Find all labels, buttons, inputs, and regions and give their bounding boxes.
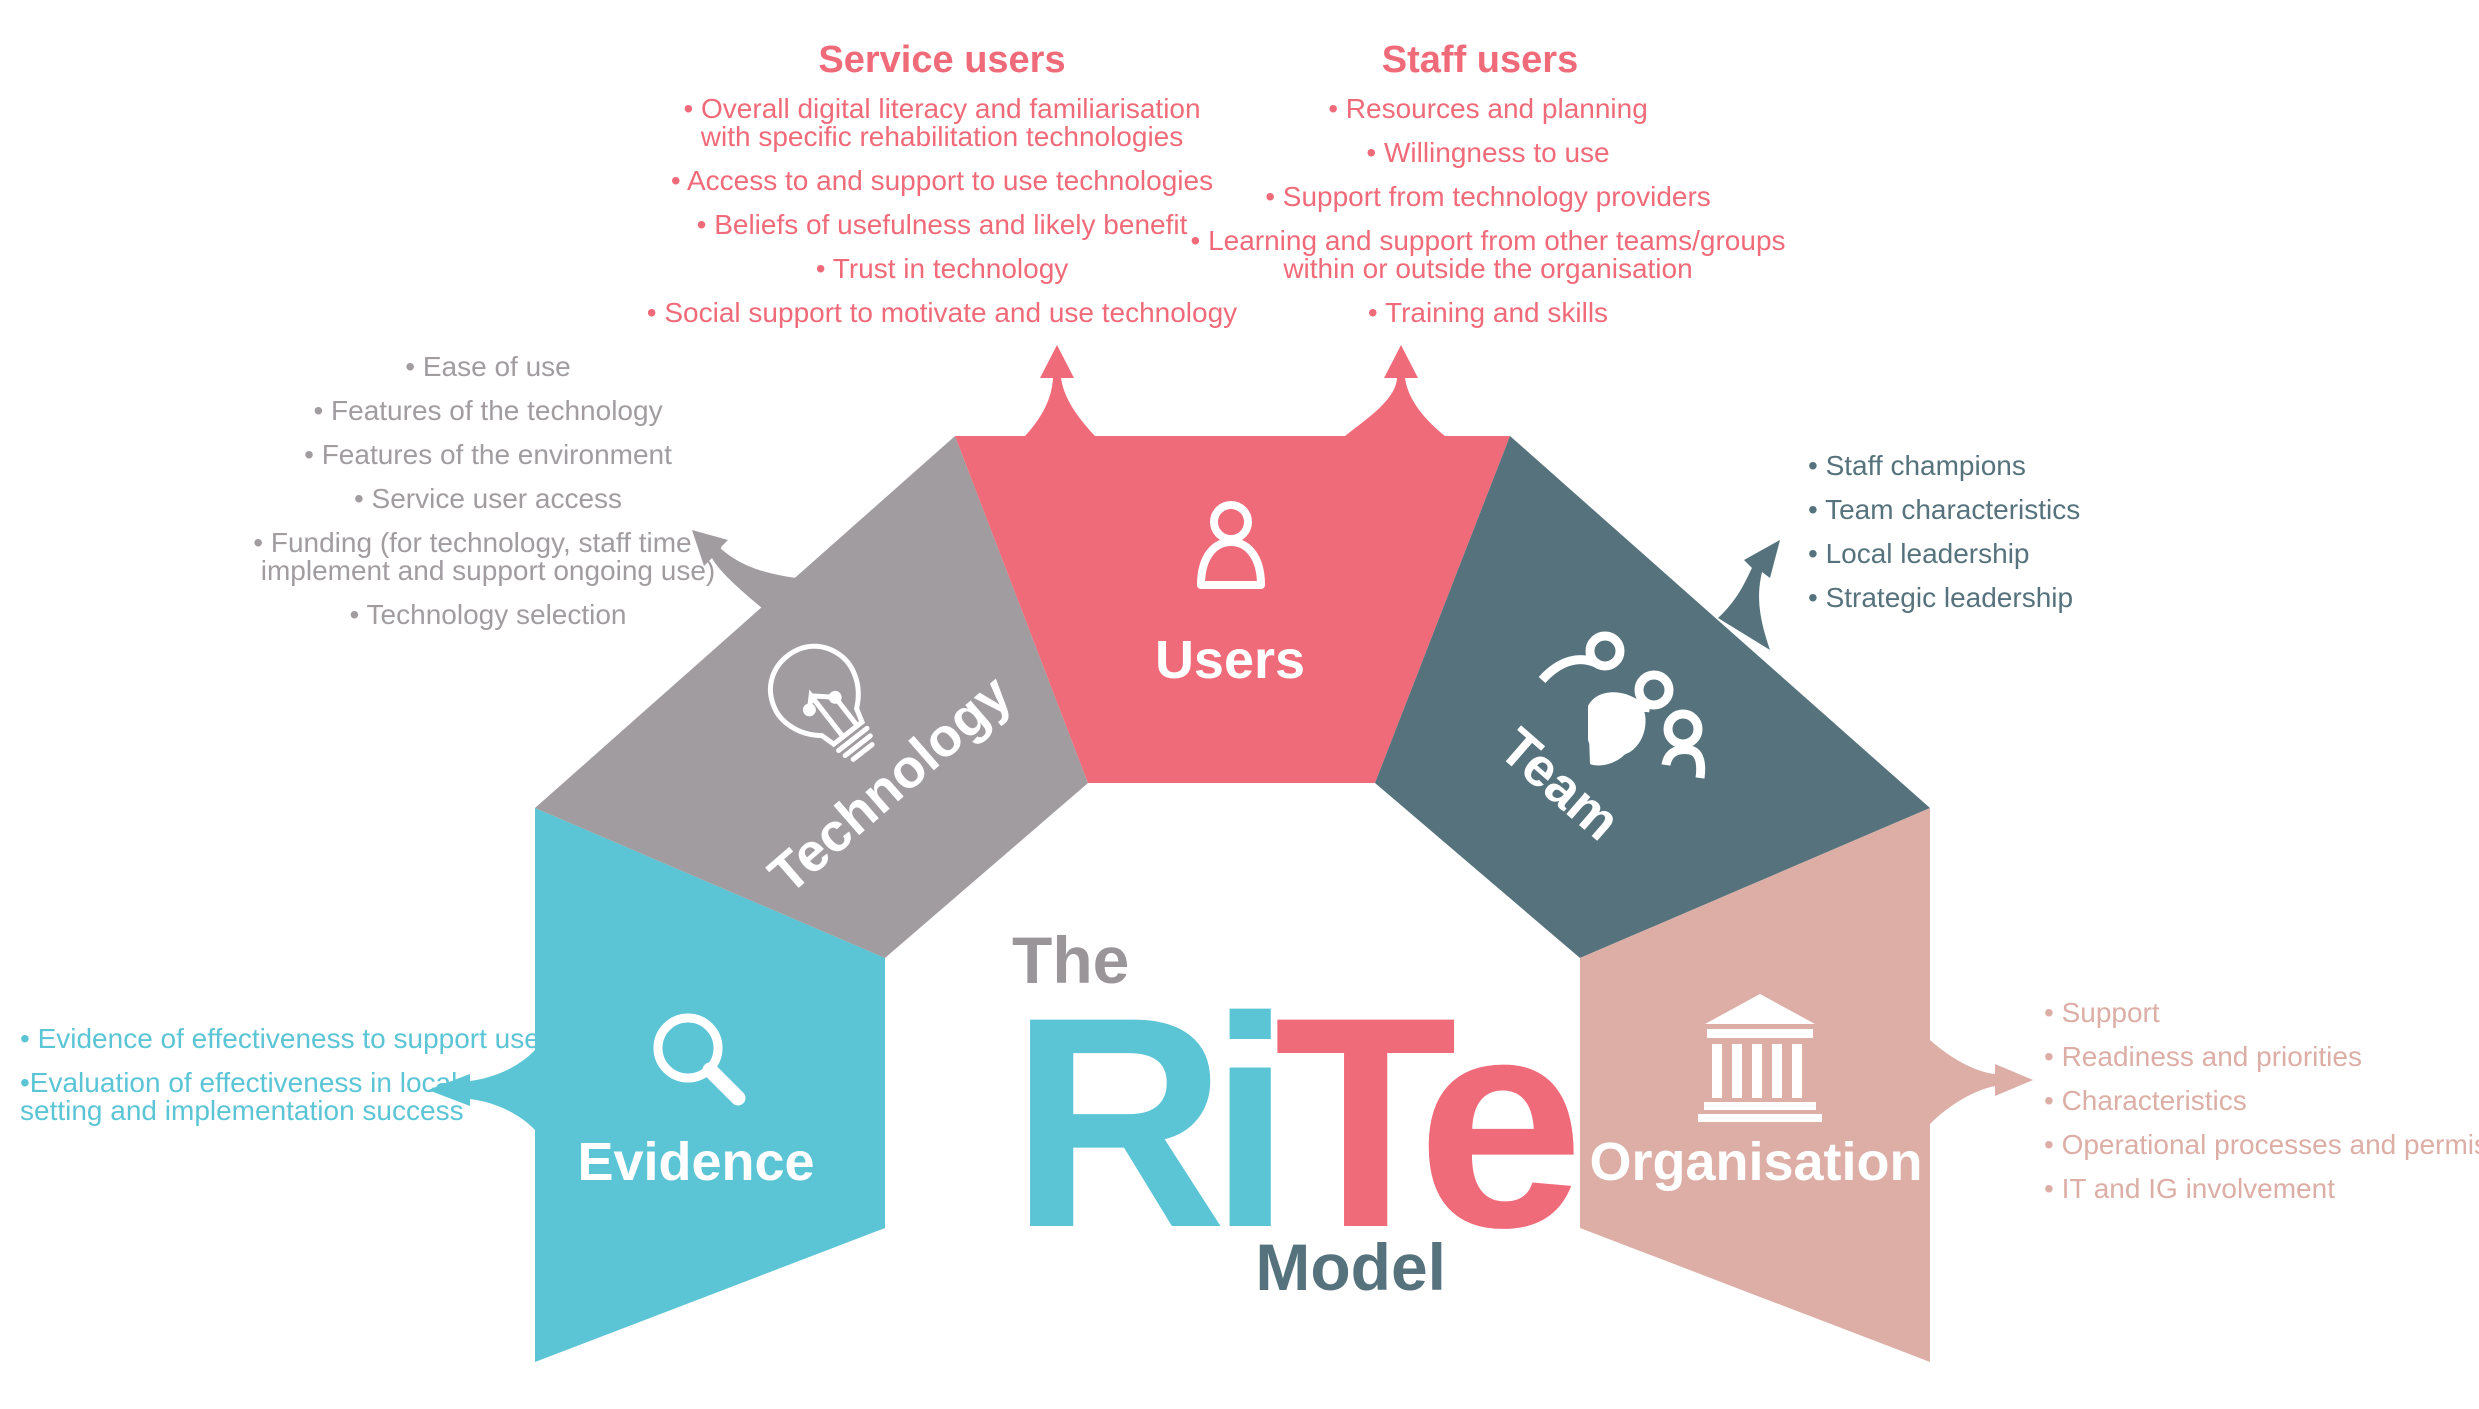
evidence-item-line: •Evaluation of effectiveness in local [20,1067,457,1098]
organisation-item: • Characteristics [2044,1085,2247,1116]
service-users-item-line: • Trust in technology [816,253,1069,284]
technology-item: • Funding (for technology, staff time to… [253,527,722,586]
staff-users-item-line: • Training and skills [1368,297,1608,328]
staff-users-item: • Support from technology providers [1265,181,1711,212]
team-item-line: • Team characteristics [1808,494,2080,525]
technology-item-line: • Service user access [354,483,622,514]
heading-service-users: Service users [818,39,1065,81]
segment-evidence [428,808,885,1362]
segment-label-organisation: Organisation [1589,1132,1922,1192]
segment-users-shape [955,436,1510,783]
service-users-item-line: with specific rehabilitation technologie… [700,121,1184,152]
technology-item: • Features of the environment [304,439,672,470]
segment-label-evidence: Evidence [577,1132,814,1192]
evidence-arrow [428,1050,535,1130]
segment-evidence-shape [535,808,885,1362]
staff-users-item: • Learning and support from other teams/… [1190,225,1785,284]
group-icon [1538,631,1706,779]
service-users-item: • Trust in technology [816,253,1069,284]
technology-item-line: • Features of the technology [313,395,662,426]
team-list: • Staff champions • Team characteristics •… [1808,450,2080,613]
evidence-item-line: setting and implementation success [20,1095,464,1126]
organisation-item: • Operational processes and permissions [2044,1129,2479,1160]
evidence-item: • Evidence of effectiveness to support u… [20,1023,540,1054]
title-letter-e: e [1417,954,1576,1290]
segment-team-shape [1375,436,1930,958]
organisation-arrow [1930,1040,2033,1124]
staff-users-item-line: • Support from technology providers [1265,181,1711,212]
service-users-item-line: • Overall digital literacy and familiari… [683,93,1200,124]
service-users-item: • Social support to motivate and use tec… [647,297,1237,328]
service-users-item-line: • Beliefs of usefulness and likely benef… [697,209,1188,240]
team-item: • Team characteristics [1808,494,2080,525]
users-arrow-left [1025,345,1095,436]
team-item: • Local leadership [1808,538,2030,569]
service-users-item-line: • Social support to motivate and use tec… [647,297,1237,328]
organisation-item: • Support [2044,997,2160,1028]
segment-users [955,345,1510,783]
title-the: The [1012,923,1129,997]
evidence-list: • Evidence of effectiveness to support u… [20,1023,540,1126]
staff-users-item: • Training and skills [1368,297,1608,328]
segment-label-users: Users [1155,630,1305,690]
team-item: • Strategic leadership [1808,582,2073,613]
team-item-line: • Staff champions [1808,450,2026,481]
organisation-item: • Readiness and priorities [2044,1041,2362,1072]
heading-staff-users: Staff users [1382,39,1578,81]
technology-list: • Ease of use • Features of the technolog… [253,351,722,630]
service-users-item: • Beliefs of usefulness and likely benef… [697,209,1188,240]
organisation-item-line: • Operational processes and permissions [2044,1129,2479,1160]
staff-users-item-line: • Resources and planning [1328,93,1648,124]
technology-item-line: • Technology selection [349,599,626,630]
person-icon [1197,501,1265,589]
organisation-item-line: • IT and IG involvement [2044,1173,2335,1204]
technology-item-line: • Funding (for technology, staff time to [253,527,722,558]
technology-item: • Service user access [354,483,622,514]
service-users-list: • Overall digital literacy and familiari… [647,93,1237,328]
team-item: • Staff champions [1808,450,2026,481]
organisation-item-line: • Characteristics [2044,1085,2247,1116]
organisation-item-line: • Readiness and priorities [2044,1041,2362,1072]
segment-team [1375,436,1930,958]
technology-item-line: • Ease of use [405,351,570,382]
title-letters: RiTe [1010,954,1576,1290]
staff-users-item-line: within or outside the organisation [1282,253,1692,284]
technology-item-line: • Features of the environment [304,439,672,470]
service-users-item-line: • Access to and support to use technolog… [671,165,1213,196]
staff-users-item-line: • Learning and support from other teams/… [1190,225,1785,256]
technology-arrow [692,530,796,608]
building-icon [1698,994,1822,1122]
staff-users-item: • Resources and planning [1328,93,1648,124]
lightbulb-icon [768,643,875,762]
organisation-item: • IT and IG involvement [2044,1173,2335,1204]
team-arrow [1718,540,1780,650]
users-arrow-right [1345,345,1445,436]
staff-users-item: • Willingness to use [1366,137,1609,168]
service-users-item: • Overall digital literacy and familiari… [683,93,1200,152]
evidence-item-line: • Evidence of effectiveness to support u… [20,1023,540,1054]
technology-item: • Technology selection [349,599,626,630]
organisation-item-line: • Support [2044,997,2160,1028]
staff-users-list: • Resources and planning • Willingness to… [1190,93,1785,328]
organisation-list: • Support • Readiness and priorities • Cha… [2044,997,2479,1204]
team-item-line: • Local leadership [1808,538,2030,569]
title-model: Model [1255,1230,1446,1304]
technology-item-line: implement and support ongoing use) [261,555,716,586]
technology-item: • Ease of use [405,351,570,382]
team-item-line: • Strategic leadership [1808,582,2073,613]
technology-item: • Features of the technology [313,395,662,426]
title: The RiTe Model [1010,923,1594,1304]
title-letter-r: R [1010,954,1221,1290]
staff-users-item-line: • Willingness to use [1366,137,1609,168]
service-users-item: • Access to and support to use technolog… [671,165,1213,196]
magnifier-icon [653,1013,746,1106]
